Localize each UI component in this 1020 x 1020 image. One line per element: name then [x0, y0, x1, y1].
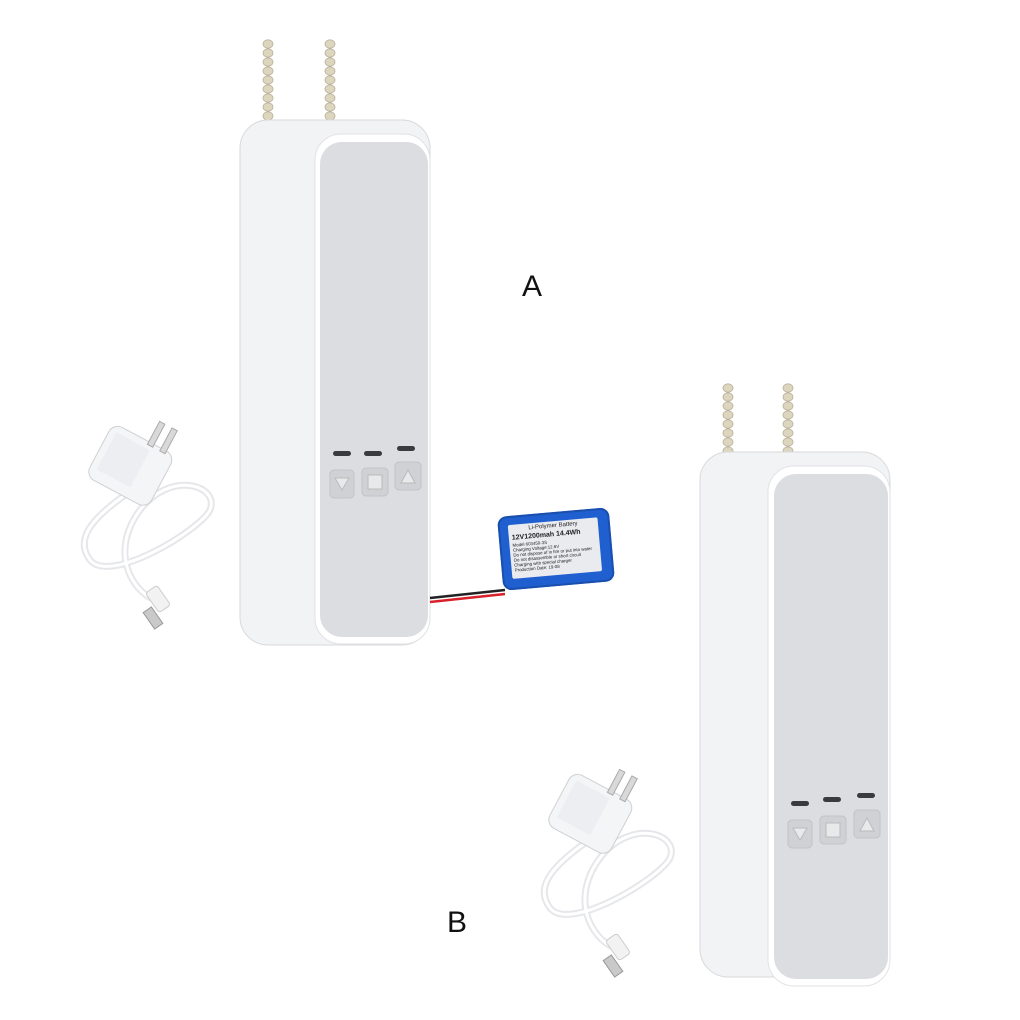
chain-bead: [262, 93, 274, 103]
up-arrow-button-icon[interactable]: [853, 809, 881, 839]
chain-bead: [324, 75, 336, 85]
front-panel-a: [320, 142, 428, 637]
chain-bead: [722, 428, 734, 438]
power-adapter-a: [70, 400, 230, 640]
chain-bead: [324, 48, 336, 58]
down-arrow-button-icon[interactable]: [787, 819, 813, 849]
chain-bead: [262, 57, 274, 67]
up-arrow-button-icon[interactable]: [394, 461, 422, 491]
chain-bead: [782, 437, 794, 447]
bead-chain-b: [722, 383, 794, 465]
battery-label: Li-Polymer Battery 12V1200mah 14.4Wh Mod…: [507, 517, 603, 579]
power-adapter-b-drawing: [540, 768, 675, 978]
chain-bead: [262, 84, 274, 94]
chain-bead: [782, 428, 794, 438]
chain-bead: [324, 84, 336, 94]
indicator-leds-a: [333, 446, 415, 456]
chain-bead: [262, 48, 274, 58]
variant-label-b: B: [447, 906, 468, 939]
indicator-leds-b: [791, 793, 875, 806]
chain-bead: [324, 39, 336, 49]
chain-bead: [782, 410, 794, 420]
battery-pack: Li-Polymer Battery 12V1200mah 14.4Wh Mod…: [496, 507, 616, 591]
chain-bead: [782, 392, 794, 402]
stop-button-icon[interactable]: [361, 467, 389, 497]
power-adapter-a-drawing: [80, 420, 215, 630]
chain-bead: [722, 401, 734, 411]
stop-button-icon[interactable]: [819, 815, 847, 845]
chain-bead: [722, 419, 734, 429]
motor-unit-b-drawing: [699, 383, 891, 987]
motor-unit-a-drawing: [239, 39, 431, 646]
chain-bead: [782, 401, 794, 411]
chain-bead: [782, 419, 794, 429]
variant-label-a: A: [522, 270, 543, 303]
power-adapter-b: [530, 748, 690, 988]
front-panel-b: [774, 474, 888, 979]
chain-bead: [722, 437, 734, 447]
chain-bead: [262, 39, 274, 49]
motor-unit-b: [690, 380, 910, 995]
chain-bead: [324, 57, 336, 67]
chain-bead: [722, 410, 734, 420]
chain-bead: [262, 102, 274, 112]
chain-bead: [262, 75, 274, 85]
chain-bead: [324, 66, 336, 76]
chain-bead: [722, 392, 734, 402]
down-arrow-button-icon[interactable]: [329, 469, 355, 499]
motor-unit-a: [230, 38, 450, 648]
chain-bead: [324, 93, 336, 103]
chain-bead: [722, 383, 734, 393]
chain-bead: [262, 66, 274, 76]
chain-bead: [782, 383, 794, 393]
chain-bead: [324, 102, 336, 112]
